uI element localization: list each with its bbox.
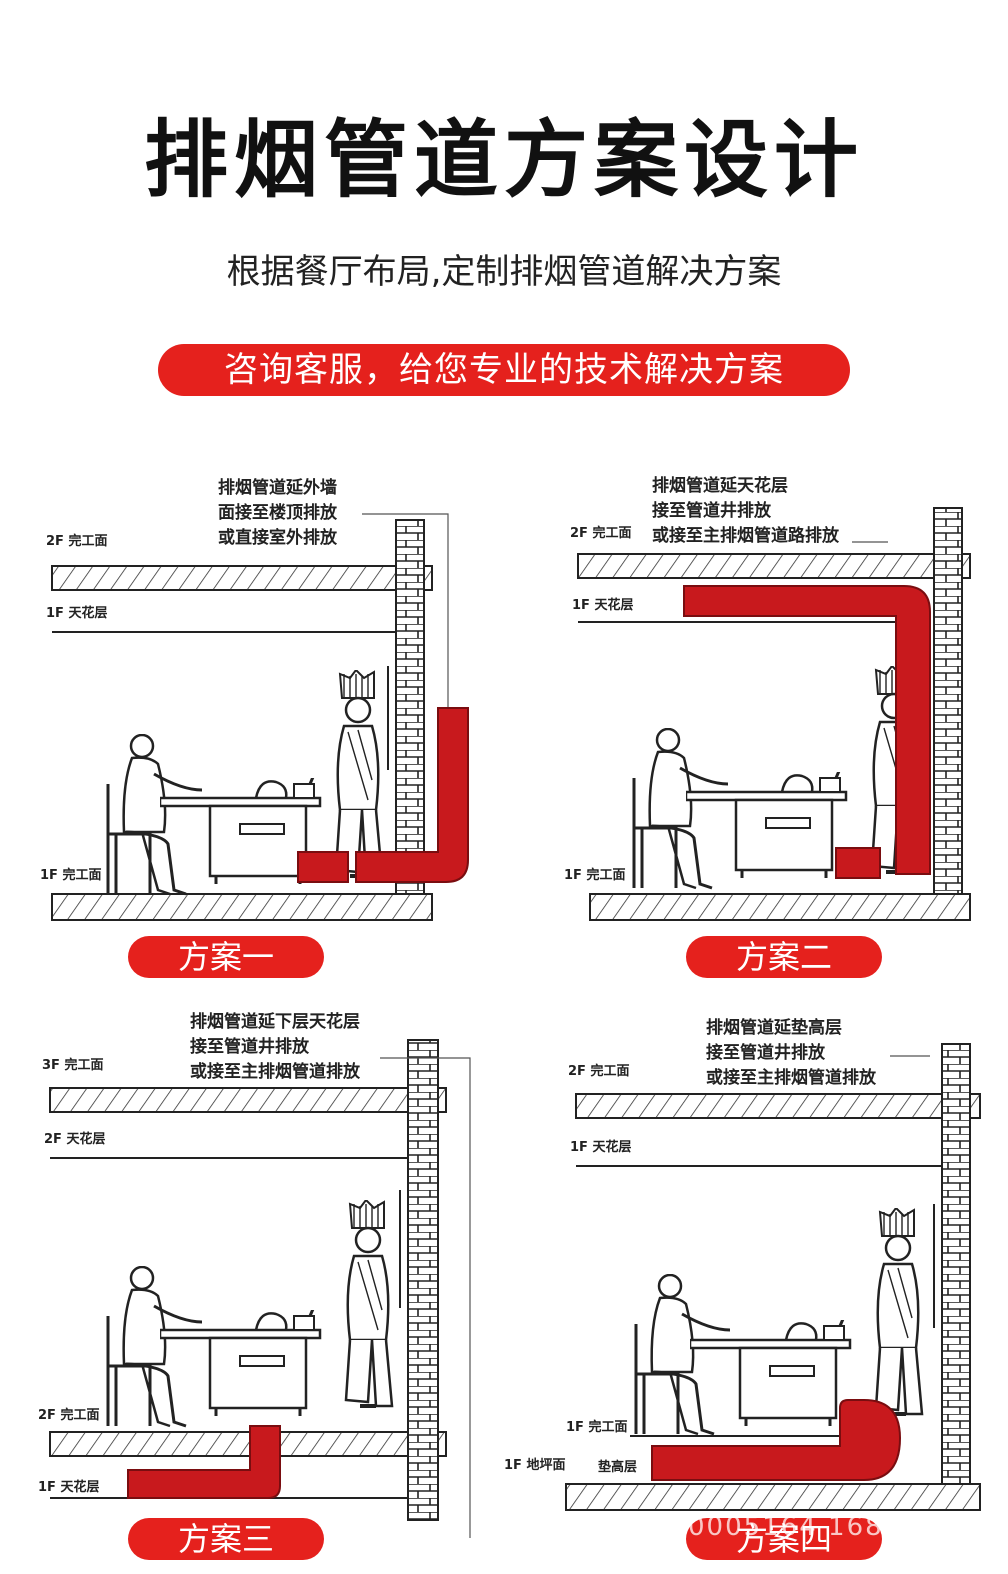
plan-2-label[interactable]: 方案二 [686, 936, 882, 978]
plan-2-ceiling: 1F 天花层 [572, 598, 634, 613]
plan-2-diagram [577, 507, 971, 921]
plan-1-panel: 2F 完工面 1F 天花层 1F 完工面 排烟管道延外墙面接至楼顶排放或直接室外… [40, 470, 480, 990]
plan-4-upper-finish: 2F 完工面 [568, 1064, 630, 1079]
plan-1-floor-finish: 1F 完工面 [40, 868, 102, 883]
page-title: 排烟管道方案设计 [143, 111, 864, 209]
plan-1-label[interactable]: 方案一 [128, 936, 324, 978]
plan-1-upper-finish: 2F 完工面 [46, 534, 108, 549]
plan-4-panel: 2F 完工面 1F 天花层 1F 完工面 1F 地坪面 垫高层 排烟管道延垫高层… [504, 1008, 990, 1568]
consult-banner[interactable]: 咨询客服，给您专业的技术解决方案 [158, 344, 850, 396]
plan-2-note: 排烟管道延天花层接至管道井排放或接至主排烟管道路排放 [652, 476, 839, 546]
plan-3-diagram [49, 1039, 471, 1538]
plan-4-label[interactable]: 方案四 [686, 1518, 882, 1560]
plan-3-panel: 3F 完工面 2F 天花层 2F 完工面 1F 天花层 排烟管道延下层天花层接至… [38, 1008, 480, 1568]
plan-4-raised-layer: 垫高层 [598, 1460, 638, 1475]
plan-4-ceiling: 1F 天花层 [570, 1140, 632, 1155]
plan-4-base-floor: 1F 地坪面 [504, 1458, 566, 1473]
plan-3-label[interactable]: 方案三 [128, 1518, 324, 1560]
plan-4-floor-finish: 1F 完工面 [566, 1420, 628, 1435]
watermark-text: 0005164 168 [688, 1512, 884, 1542]
plan-2-panel: 2F 完工面 1F 天花层 1F 完工面 排烟管道延天花层接至管道井排放或接至主… [564, 470, 988, 990]
page-subtitle: 根据餐厅布局,定制排烟管道解决方案 [226, 252, 782, 292]
plan-3-ceiling: 2F 天花层 [44, 1132, 106, 1147]
plan-2-floor-finish: 1F 完工面 [564, 868, 626, 883]
plan-4-note: 排烟管道延垫高层接至管道井排放或接至主排烟管道排放 [706, 1018, 876, 1088]
plan-3-lower-ceiling: 1F 天花层 [38, 1480, 100, 1495]
plan-3-floor-finish: 2F 完工面 [38, 1408, 100, 1423]
plan-1-note: 排烟管道延外墙面接至楼顶排放或直接室外排放 [218, 478, 337, 548]
plan-1-diagram [51, 513, 469, 921]
plan-3-note: 排烟管道延下层天花层接至管道井排放或接至主排烟管道排放 [190, 1012, 360, 1082]
plan-3-upper-finish: 3F 完工面 [42, 1058, 104, 1073]
plan-1-ceiling: 1F 天花层 [46, 606, 108, 621]
plan-2-upper-finish: 2F 完工面 [570, 526, 632, 541]
plan-4-diagram [565, 1043, 981, 1511]
